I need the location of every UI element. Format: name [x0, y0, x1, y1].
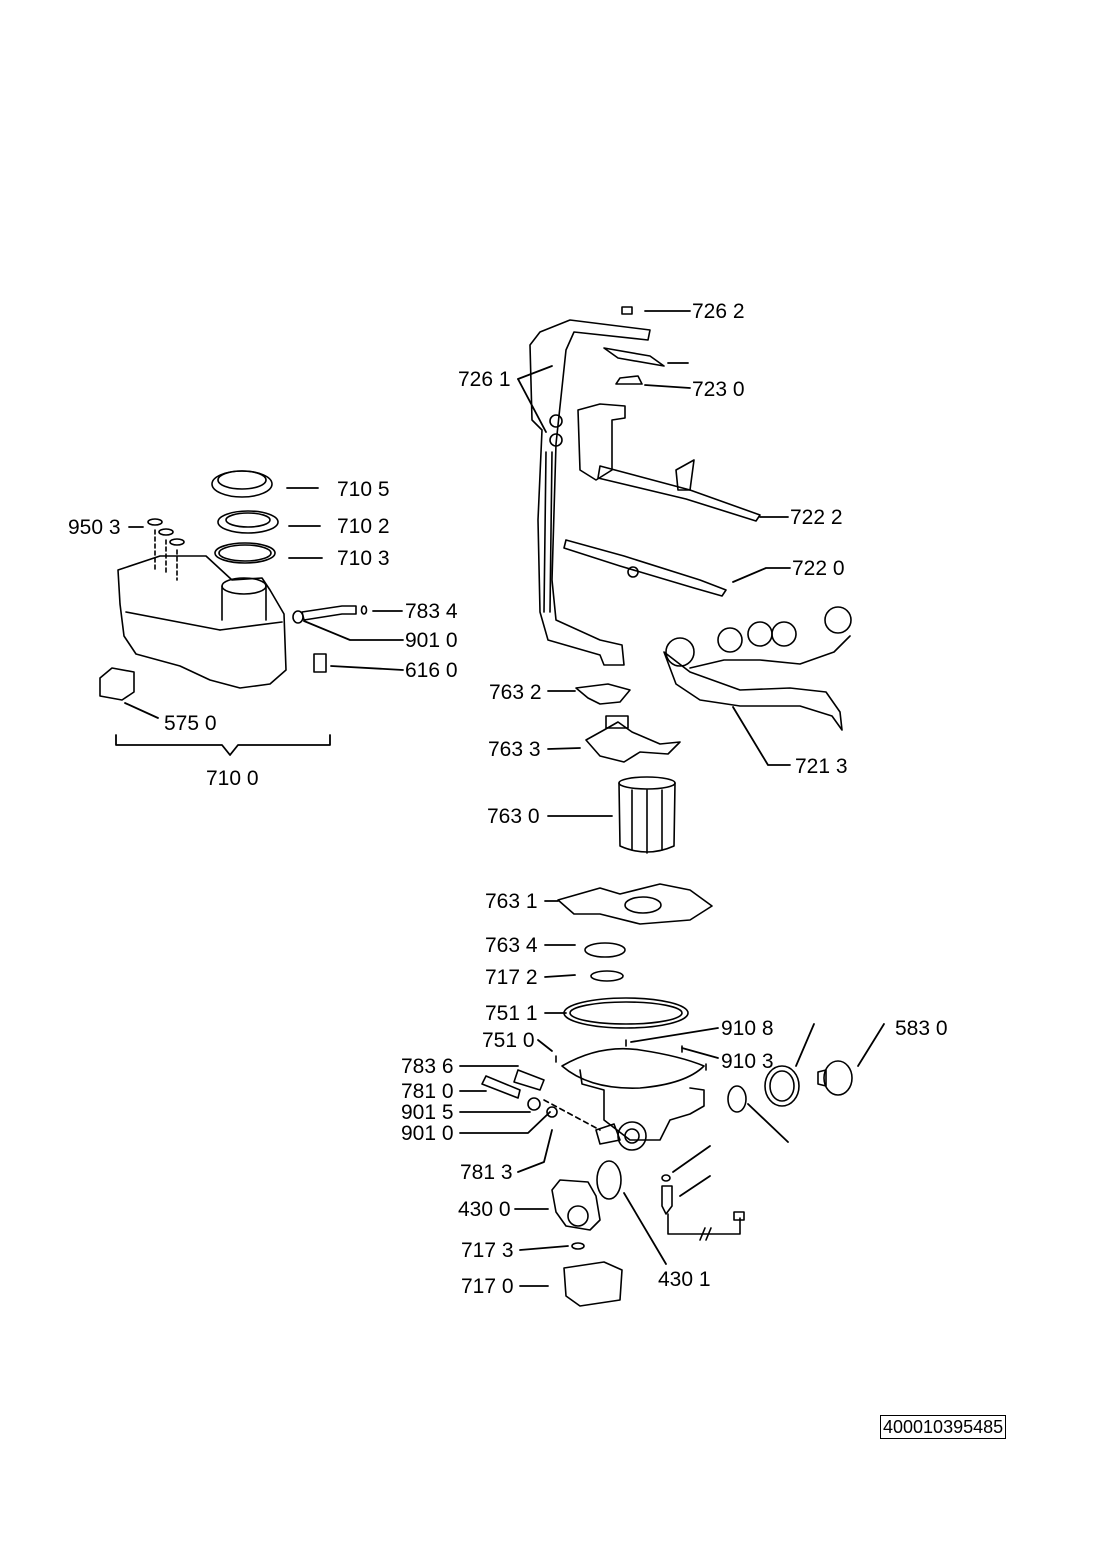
label-751-0: 751 0 [482, 1029, 535, 1052]
part-717-3 [571, 1242, 585, 1250]
label-901-5: 901 5 [401, 1101, 454, 1124]
part-seal-ring [727, 1085, 747, 1113]
part-722-2 [597, 465, 761, 522]
label-717-2: 717 2 [485, 966, 538, 989]
label-726-2: 726 2 [692, 300, 745, 323]
part-751-1 [563, 997, 689, 1029]
label-910-8: 910 8 [721, 1017, 774, 1040]
label-763-0: 763 0 [487, 805, 540, 828]
part-clip-upper [603, 347, 665, 367]
part-763-2 [575, 683, 631, 705]
label-722-2: 722 2 [790, 506, 843, 529]
part-430-0 [551, 1179, 601, 1231]
part-783-6 [513, 1069, 545, 1091]
part-763-1 [557, 883, 713, 925]
part-717-2 [590, 970, 624, 982]
part-710-2 [217, 510, 279, 534]
part-723-0 [615, 375, 643, 385]
label-717-0: 717 0 [461, 1275, 514, 1298]
leader-lines [115, 310, 885, 1287]
label-710-3: 710 3 [337, 547, 390, 570]
label-721-3: 721 3 [795, 755, 848, 778]
part-781-0 [481, 1075, 521, 1099]
label-583-0: 583 0 [895, 1017, 948, 1040]
part-763-4 [584, 942, 626, 958]
part-583-0-cap [823, 1060, 853, 1096]
label-763-2: 763 2 [489, 681, 542, 704]
label-781-3: 781 3 [460, 1161, 513, 1184]
part-763-3 [585, 721, 681, 763]
part-430-1 [596, 1160, 622, 1200]
label-717-3: 717 3 [461, 1239, 514, 1262]
label-710-2: 710 2 [337, 515, 390, 538]
label-910-3: 910 3 [721, 1050, 774, 1073]
label-763-4: 763 4 [485, 934, 538, 957]
document-number: 400010395485 [880, 1415, 1007, 1439]
part-721-3 [663, 606, 852, 731]
label-901-0-upper: 901 0 [405, 629, 458, 652]
part-726-2 [621, 306, 633, 315]
part-717-0 [563, 1261, 623, 1307]
label-751-1: 751 1 [485, 1002, 538, 1025]
upper-spray-arm-assembly [529, 306, 761, 666]
part-901-5 [527, 1097, 541, 1111]
part-901-0-lower [546, 1106, 558, 1118]
filter-assembly [557, 683, 713, 982]
part-783-4-hose [301, 605, 357, 621]
label-575-0: 575 0 [164, 712, 217, 735]
part-710-3 [214, 542, 276, 564]
part-751-0 [561, 1047, 705, 1089]
label-783-6: 783 6 [401, 1055, 454, 1078]
part-575-0 [99, 667, 135, 701]
label-726-1: 726 1 [458, 368, 511, 391]
salt-container-assembly [99, 470, 368, 701]
label-783-4: 783 4 [405, 600, 458, 623]
label-781-0: 781 0 [401, 1080, 454, 1103]
part-901-0-upper [292, 610, 304, 624]
part-950-3 [147, 518, 185, 581]
part-763-0 [618, 776, 676, 790]
label-710-0: 710 0 [206, 767, 259, 790]
part-583-0-filter [764, 1065, 800, 1107]
part-726-1 [529, 319, 651, 666]
sump-assembly [481, 997, 853, 1307]
part-722-0 [563, 539, 727, 597]
label-763-1: 763 1 [485, 890, 538, 913]
label-901-0-lower: 901 0 [401, 1122, 454, 1145]
label-430-0: 430 0 [458, 1198, 511, 1221]
label-430-1: 430 1 [658, 1268, 711, 1291]
label-710-5: 710 5 [337, 478, 390, 501]
label-723-0: 723 0 [692, 378, 745, 401]
part-710-container [117, 555, 287, 689]
label-722-0: 722 0 [792, 557, 845, 580]
label-763-3: 763 3 [488, 738, 541, 761]
part-616-0 [313, 653, 327, 673]
label-616-0: 616 0 [405, 659, 458, 682]
part-sensor [661, 1185, 673, 1215]
label-950-3: 950 3 [68, 516, 121, 539]
part-spray-head [577, 403, 626, 481]
